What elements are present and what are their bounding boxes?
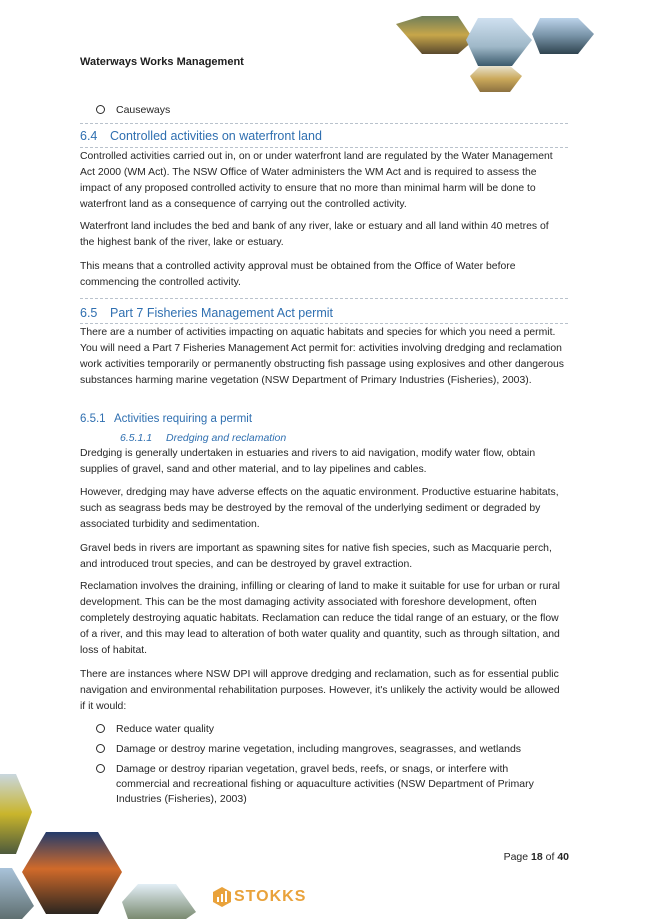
hex-image-river	[0, 868, 34, 919]
hex-image-field	[470, 66, 522, 92]
paragraph: There are instances where NSW DPI will a…	[80, 669, 560, 712]
section-divider	[80, 323, 568, 324]
hex-image-coast	[532, 18, 594, 54]
page-number: Page 18 of 40	[503, 851, 569, 863]
hex-image-sunset-bridge	[22, 832, 122, 914]
bullet-circle-icon	[96, 744, 105, 753]
bullet-circle-icon	[96, 105, 105, 114]
stokks-logo: STOKKS	[212, 886, 312, 910]
section-divider	[80, 123, 568, 124]
section-divider	[80, 298, 568, 299]
paragraph: Waterfront land includes the bed and ban…	[80, 221, 549, 248]
hex-image-sky	[122, 884, 196, 919]
paragraph: There are a number of activities impacti…	[80, 327, 564, 386]
document-header-title: Waterways Works Management	[80, 56, 244, 68]
hex-image-road	[396, 16, 474, 54]
section-divider	[80, 147, 568, 148]
footer-hexagon-images	[0, 774, 196, 919]
bullet-circle-icon	[96, 764, 105, 773]
hex-image-mountain	[466, 18, 532, 66]
paragraph: Gravel beds in rivers are important as s…	[80, 543, 552, 570]
paragraph: Controlled activities carried out in, on…	[80, 151, 553, 210]
paragraph: Reclamation involves the draining, infil…	[80, 581, 560, 656]
paragraph: Dredging is generally undertaken in estu…	[80, 448, 536, 475]
header-hexagon-images	[396, 16, 594, 92]
paragraph: However, dredging may have adverse effec…	[80, 487, 559, 530]
logo-hexagon-icon	[213, 887, 231, 907]
bullet-circle-icon	[96, 724, 105, 733]
hex-image-excavator	[0, 774, 32, 854]
paragraph: This means that a controlled activity ap…	[80, 261, 516, 288]
